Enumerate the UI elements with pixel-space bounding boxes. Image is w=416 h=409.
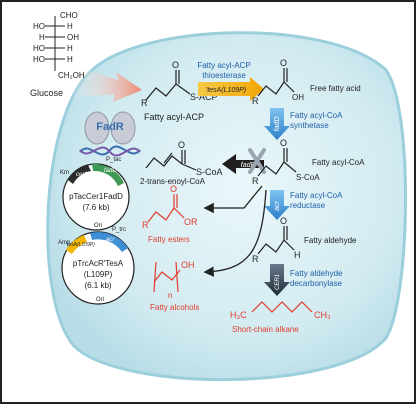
reductase-label-2: reductase <box>290 201 326 210</box>
decarbonylase-label-2: decarbonylase <box>290 279 343 288</box>
ester-flux-arrow <box>203 185 263 214</box>
fatty-acyl-acp-label: Fatty acyl-ACP <box>144 112 204 122</box>
fatty-alcohol <box>153 261 181 293</box>
aldehyde-h: H <box>294 250 301 260</box>
plasmid-2-ori: Ori <box>96 297 104 303</box>
short-chain-alkane-label: Short-chain alkane <box>232 325 299 334</box>
coa-oxygen: O <box>280 138 287 148</box>
alkane-chain <box>251 301 313 313</box>
plasmid-1-gene-a-arc <box>68 165 91 184</box>
acp-r-group: R <box>141 98 148 108</box>
plasmid-1-gene-b: fadD <box>104 168 117 174</box>
ester-oxygen: O <box>170 184 177 194</box>
plasmid-1-name: pTacCer1FadD <box>69 192 123 201</box>
plasmid-1-ori: Ori <box>94 223 102 229</box>
alcohol-flux-arrow <box>203 189 267 277</box>
alcohol-oh-group: OH <box>181 260 195 270</box>
fade-arrow <box>222 154 264 174</box>
cell-membrane <box>46 31 408 382</box>
plasmid-2-gene-b-arc <box>90 232 128 252</box>
plasmid-1-marker: Km <box>60 170 69 176</box>
plasmid-1-promoter: P_tac <box>106 157 121 163</box>
acp-group-label: S-ACP <box>190 92 218 102</box>
acp-oxygen: O <box>172 60 179 70</box>
glucose-row-5: CH₂OH <box>58 71 85 80</box>
tesa-arrow <box>198 77 264 101</box>
fade-gene-label: fadE <box>241 162 256 169</box>
glucose-row-1-left: HO <box>33 22 45 31</box>
plasmid-2-gene-b: acr <box>106 237 115 243</box>
ffa-r-group: R <box>252 96 259 106</box>
fadr-repressor: FadR <box>79 111 141 157</box>
coa-group-label: S-CoA <box>296 173 320 182</box>
tesa-gene-label: 'tesA(L109P) <box>206 87 246 94</box>
fatty-esters-label: Fatty esters <box>148 235 190 244</box>
plasmid-1-size: (7.6 kb) <box>82 203 109 212</box>
cer1-arrow <box>264 264 290 296</box>
alkane-right-group: CH₃ <box>314 310 331 320</box>
alcohol-n: n <box>168 291 172 300</box>
glucose-row-3-left: HO <box>33 44 45 53</box>
thioesterase-label-1: Fatty acyl-ACP <box>197 61 250 70</box>
fatty-acyl-coa <box>257 148 297 177</box>
aldehyde-oxygen: O <box>280 216 287 226</box>
coa-r-group: R <box>252 176 259 186</box>
dna-repressor-icon <box>79 145 141 156</box>
fatty-acyl-coa-label: Fatty acyl-CoA <box>312 158 365 167</box>
glucose-row-0: CHO <box>60 11 78 20</box>
glucose-row-4-left: HO <box>33 55 45 64</box>
alkane-left-group: H₃C <box>230 310 247 320</box>
free-fatty-acid-label: Free fatty acid <box>310 84 361 93</box>
enoyl-coa-group: S-CoA <box>196 167 223 177</box>
free-fatty-acid <box>257 68 295 97</box>
plasmid-2-size-1: (L109P) <box>84 270 113 279</box>
fatty-acyl-acp <box>145 70 191 101</box>
plasmid-2: 'tesA(L109P) acr Amp P_trc pTrcAcR'TesA … <box>58 227 135 305</box>
thioesterase-label-2: thioesterase <box>202 71 246 80</box>
glucose-label: Glucose <box>30 88 63 98</box>
glucose-row-2-left: H <box>39 33 45 42</box>
decarbonylase-label-1: Fatty aldehyde <box>290 269 343 278</box>
synthetase-label-2: synthetase <box>290 121 329 130</box>
enoyl-coa <box>145 150 197 171</box>
plasmid-1-gene-b-arc <box>92 163 124 186</box>
plasmid-2-name: pTrcAcR'TesA <box>73 259 124 268</box>
plasmid-2-size-2: (6.1 kb) <box>84 281 111 290</box>
plasmid-1: cer1 fadD Km P_tac pTacCer1FadD (7.6 kb)… <box>60 157 130 231</box>
plasmid-2-promoter: P_trc <box>112 227 126 233</box>
glucose-structure: CHO HO H H OH HO H HO H CH₂OH Glucose <box>30 11 85 98</box>
fadr-label: FadR <box>96 121 124 133</box>
fatty-aldehyde-label: Fatty aldehyde <box>304 236 357 245</box>
aldehyde-r-group: R <box>252 254 259 264</box>
enoyl-oxygen: O <box>178 140 185 150</box>
fatty-ester <box>147 194 185 223</box>
glucose-uptake-arrow <box>68 65 142 102</box>
reductase-label-1: Fatty acyl-CoA <box>290 191 343 200</box>
ester-r-group: R <box>142 220 149 230</box>
synthetase-label-1: Fatty acyl-CoA <box>290 111 343 120</box>
ffa-oh: OH <box>292 93 304 102</box>
acr-gene-label: acr <box>274 200 281 210</box>
cer1-gene-label: CER1 <box>275 274 281 290</box>
fadd-gene-label: fadD <box>274 117 281 132</box>
plasmid-2-marker: Amp <box>58 240 71 246</box>
x-mark-icon <box>248 148 266 174</box>
glucose-row-2-right: OH <box>67 33 79 42</box>
ester-or-group: OR <box>184 217 198 227</box>
glucose-row-3-right: H <box>67 44 73 53</box>
glucose-row-1-right: H <box>67 22 73 31</box>
acr-arrow <box>264 190 290 220</box>
fadd-arrow <box>264 108 290 140</box>
fatty-aldehyde <box>257 226 295 255</box>
ffa-oxygen: O <box>280 58 287 68</box>
glucose-row-4-right: H <box>67 55 73 64</box>
fatty-alcohols-label: Fatty alcohols <box>150 303 199 312</box>
enoyl-coa-label: 2-trans-enoyl-CoA <box>140 177 206 186</box>
plasmid-1-gene-a: cer1 <box>76 172 88 178</box>
plasmid-2-gene-a: 'tesA(L109P) <box>66 242 95 248</box>
plasmid-2-gene-a-arc <box>66 235 87 254</box>
